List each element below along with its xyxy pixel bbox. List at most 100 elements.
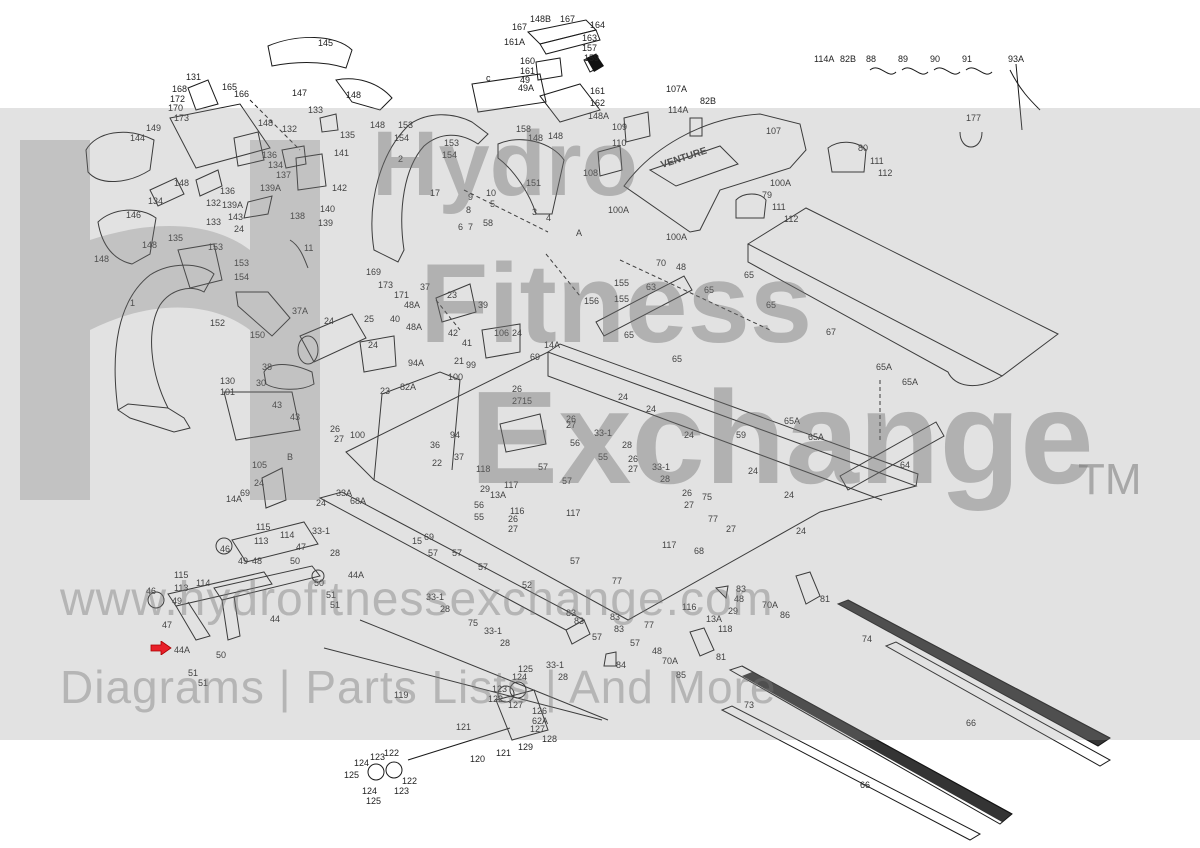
part-callout: 166	[234, 89, 249, 99]
part-callout: 66	[966, 718, 976, 728]
part-callout: 51	[198, 678, 208, 688]
part-callout: 23	[447, 290, 457, 300]
motor-hood	[623, 113, 807, 233]
part-callout: 146	[126, 210, 141, 220]
part-callout: 141	[334, 148, 349, 158]
part-callout: 155	[614, 278, 629, 288]
part-callout: 33-1	[652, 462, 670, 472]
part-callout: 88	[866, 54, 876, 64]
part-callout: 47	[162, 620, 172, 630]
callout-labels: 1451471311681721701731651661491441481331…	[94, 14, 1024, 806]
part-callout: 170	[168, 103, 183, 113]
part-callout: 153	[444, 138, 459, 148]
part-callout: 134	[148, 196, 163, 206]
part-callout: 152	[210, 318, 225, 328]
part-callout: 160	[520, 56, 535, 66]
part-callout: 124	[512, 672, 527, 682]
part-callout: 24	[254, 478, 264, 488]
part-callout: 23	[380, 386, 390, 396]
part-callout: 112	[784, 214, 798, 224]
part-callout: 38	[262, 362, 272, 372]
part-callout: 28	[500, 638, 510, 648]
part-callout: 77	[708, 514, 718, 524]
side-trim-left	[720, 705, 982, 841]
part-callout: 28	[440, 604, 450, 614]
part-callout: 27	[726, 524, 736, 534]
part-callout: 121	[456, 722, 471, 732]
part-callout: 148A	[588, 111, 609, 121]
part-callout: 24	[796, 526, 806, 536]
part-callout: 81	[820, 594, 830, 604]
part-callout: 100A	[770, 178, 791, 188]
part-callout: 116	[510, 506, 524, 516]
part-callout: 89	[898, 54, 908, 64]
part-callout: 27	[512, 396, 522, 406]
part-callout: 65	[704, 285, 714, 295]
part-callout: 85	[676, 670, 686, 680]
part-callout: 56	[570, 438, 580, 448]
part-callout: 125	[344, 770, 359, 780]
part-callout: 57	[538, 462, 548, 472]
part-callout: 167	[512, 22, 527, 32]
part-callout: 50	[314, 578, 324, 588]
part-callout: 115	[174, 570, 188, 580]
part-callout: 148	[174, 178, 189, 188]
part-callout: 55	[598, 452, 608, 462]
part-callout: 127	[530, 724, 545, 734]
part-callout: 7	[468, 222, 473, 232]
part-callout: 6	[458, 222, 463, 232]
part-callout: 151	[526, 178, 541, 188]
part-callout: 70A	[762, 600, 778, 610]
part-callout: 26	[628, 454, 638, 464]
part-callout: 48	[652, 646, 662, 656]
part-callout: 139A	[260, 183, 281, 193]
part-callout: 126	[532, 706, 547, 716]
part-callout: 15	[412, 536, 422, 546]
part-callout: 135	[340, 130, 355, 140]
part-callout: 83	[610, 612, 620, 622]
part-callout: 94	[450, 430, 460, 440]
part-callout: 132	[206, 198, 221, 208]
part-callout: 149	[146, 123, 161, 133]
part-callout: 133	[308, 105, 323, 115]
part-callout: 28	[558, 672, 568, 682]
part-callout: 49	[520, 75, 530, 85]
part-callout: 74	[862, 634, 872, 644]
part-callout: 122	[488, 694, 503, 704]
part-callout: 15	[522, 396, 532, 406]
part-callout: 148	[548, 131, 563, 141]
part-callout: 156	[584, 296, 599, 306]
part-callout: 50	[216, 650, 226, 660]
part-callout: 58	[483, 218, 493, 228]
part-callout: 69	[240, 488, 250, 498]
part-callout: 47	[296, 542, 306, 552]
part-callout: 123	[394, 786, 409, 796]
part-callout: 109	[612, 122, 627, 132]
part-callout: 161A	[504, 37, 525, 47]
part-callout: 86	[780, 610, 790, 620]
part-callout: 57	[428, 548, 438, 558]
part-callout: 177	[966, 113, 981, 123]
part-callout: 39	[478, 300, 488, 310]
main-frame	[345, 351, 918, 621]
part-callout: 129	[518, 742, 533, 752]
part-callout: 33-1	[594, 428, 612, 438]
part-callout: 24	[784, 490, 794, 500]
part-callout: 111	[870, 156, 884, 166]
part-callout: 57	[592, 632, 602, 642]
part-callout: 27	[628, 464, 638, 474]
left-upright-arm	[114, 264, 215, 433]
part-callout: 33-1	[546, 660, 564, 670]
part-callout: 21	[454, 356, 464, 366]
part-callout: 5	[490, 199, 495, 209]
part-callout: 83	[574, 616, 584, 626]
part-callout: 57	[478, 562, 488, 572]
part-callout: 107A	[666, 84, 687, 94]
part-callout: 122	[402, 776, 417, 786]
part-callout: 49	[238, 556, 248, 566]
part-callout: 48A	[406, 322, 422, 332]
part-callout: 28	[660, 474, 670, 484]
part-callout: 148	[346, 90, 361, 100]
part-callout: 43	[290, 412, 300, 422]
part-callout: 148	[370, 120, 385, 130]
